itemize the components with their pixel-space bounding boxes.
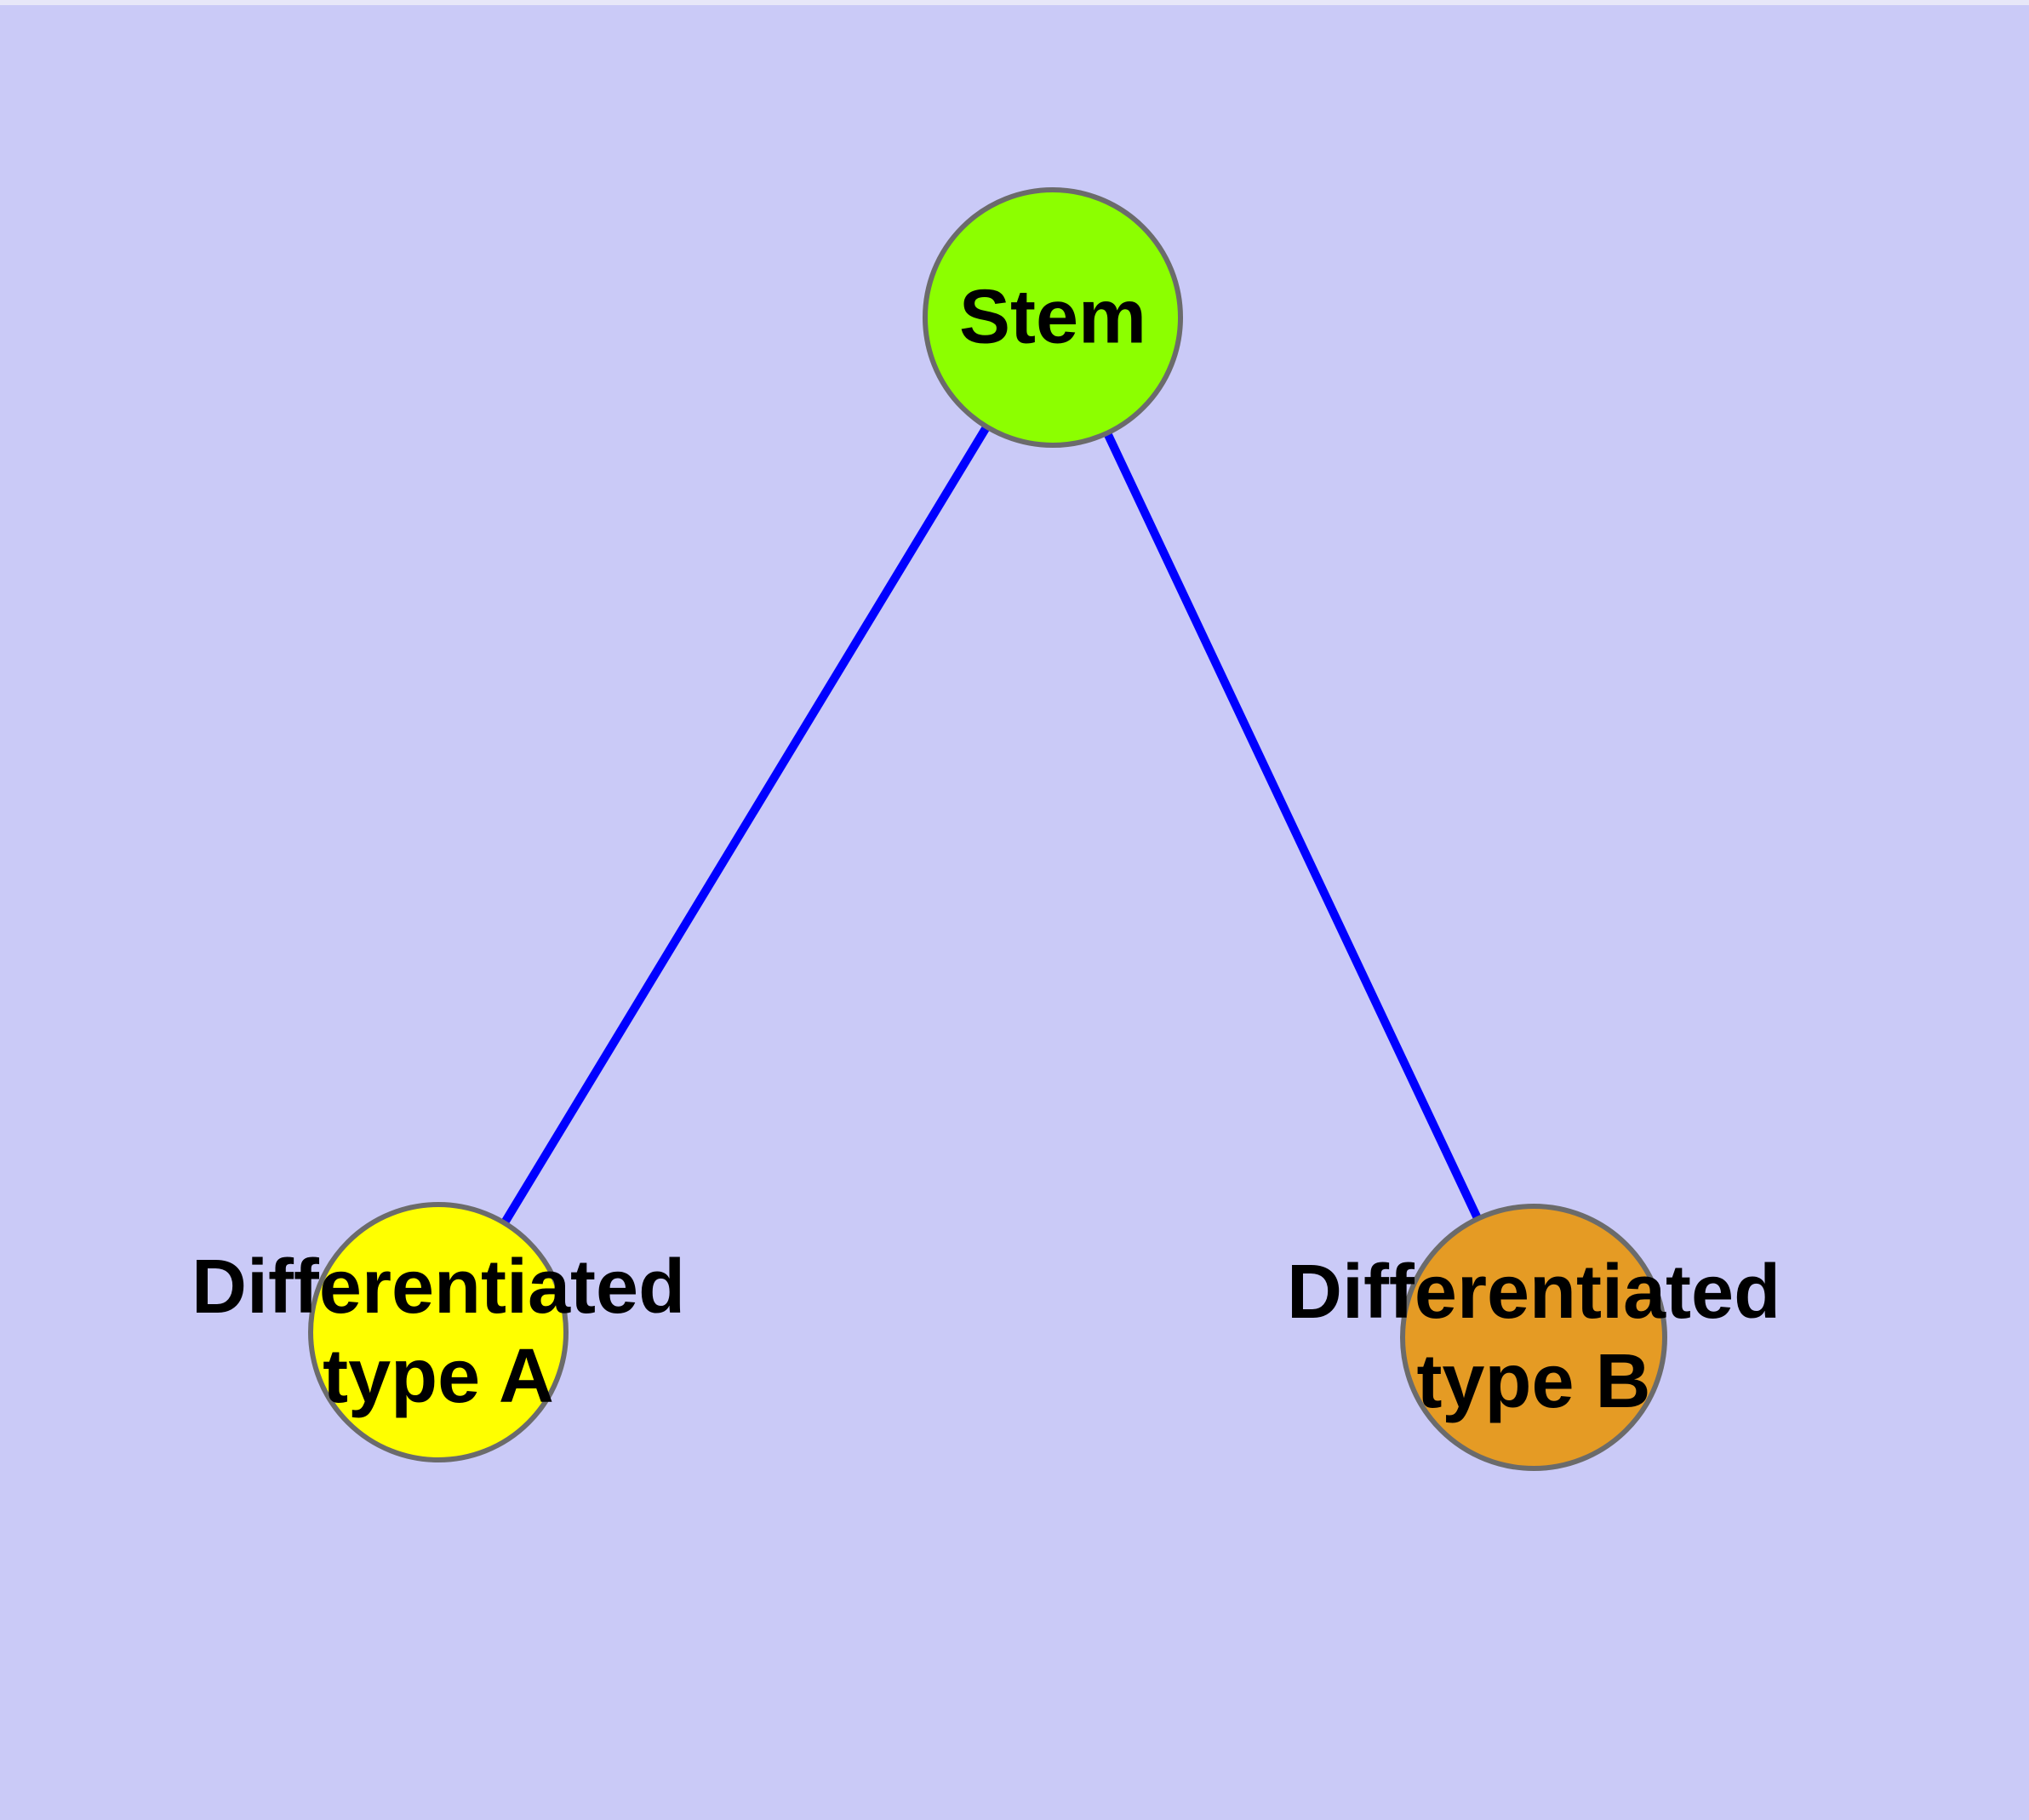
differentiated-type-a-node-circle [308, 1202, 569, 1462]
edge-stem-to-type-a [434, 315, 1057, 1335]
differentiated-type-a-label-line2: type A [323, 1334, 554, 1419]
differentiated-type-b-node-circle [1400, 1204, 1667, 1471]
window-top-edge [0, 0, 2029, 5]
differentiated-type-b-node-label: Differentiated type B [1287, 1248, 1780, 1427]
differentiated-type-a-node-label: Differentiated type A [191, 1243, 685, 1422]
stem-node-label: Stem [959, 273, 1146, 363]
stem-node-circle [923, 187, 1183, 448]
differentiated-type-b-label-line2: type B [1416, 1339, 1651, 1424]
differentiated-type-a-label-line1: Differentiated [191, 1245, 686, 1330]
edge-stem-to-type-b [1049, 315, 1538, 1340]
stem-node-label-text: Stem [958, 274, 1147, 360]
differentiated-type-b-label-line1: Differentiated [1286, 1250, 1781, 1335]
